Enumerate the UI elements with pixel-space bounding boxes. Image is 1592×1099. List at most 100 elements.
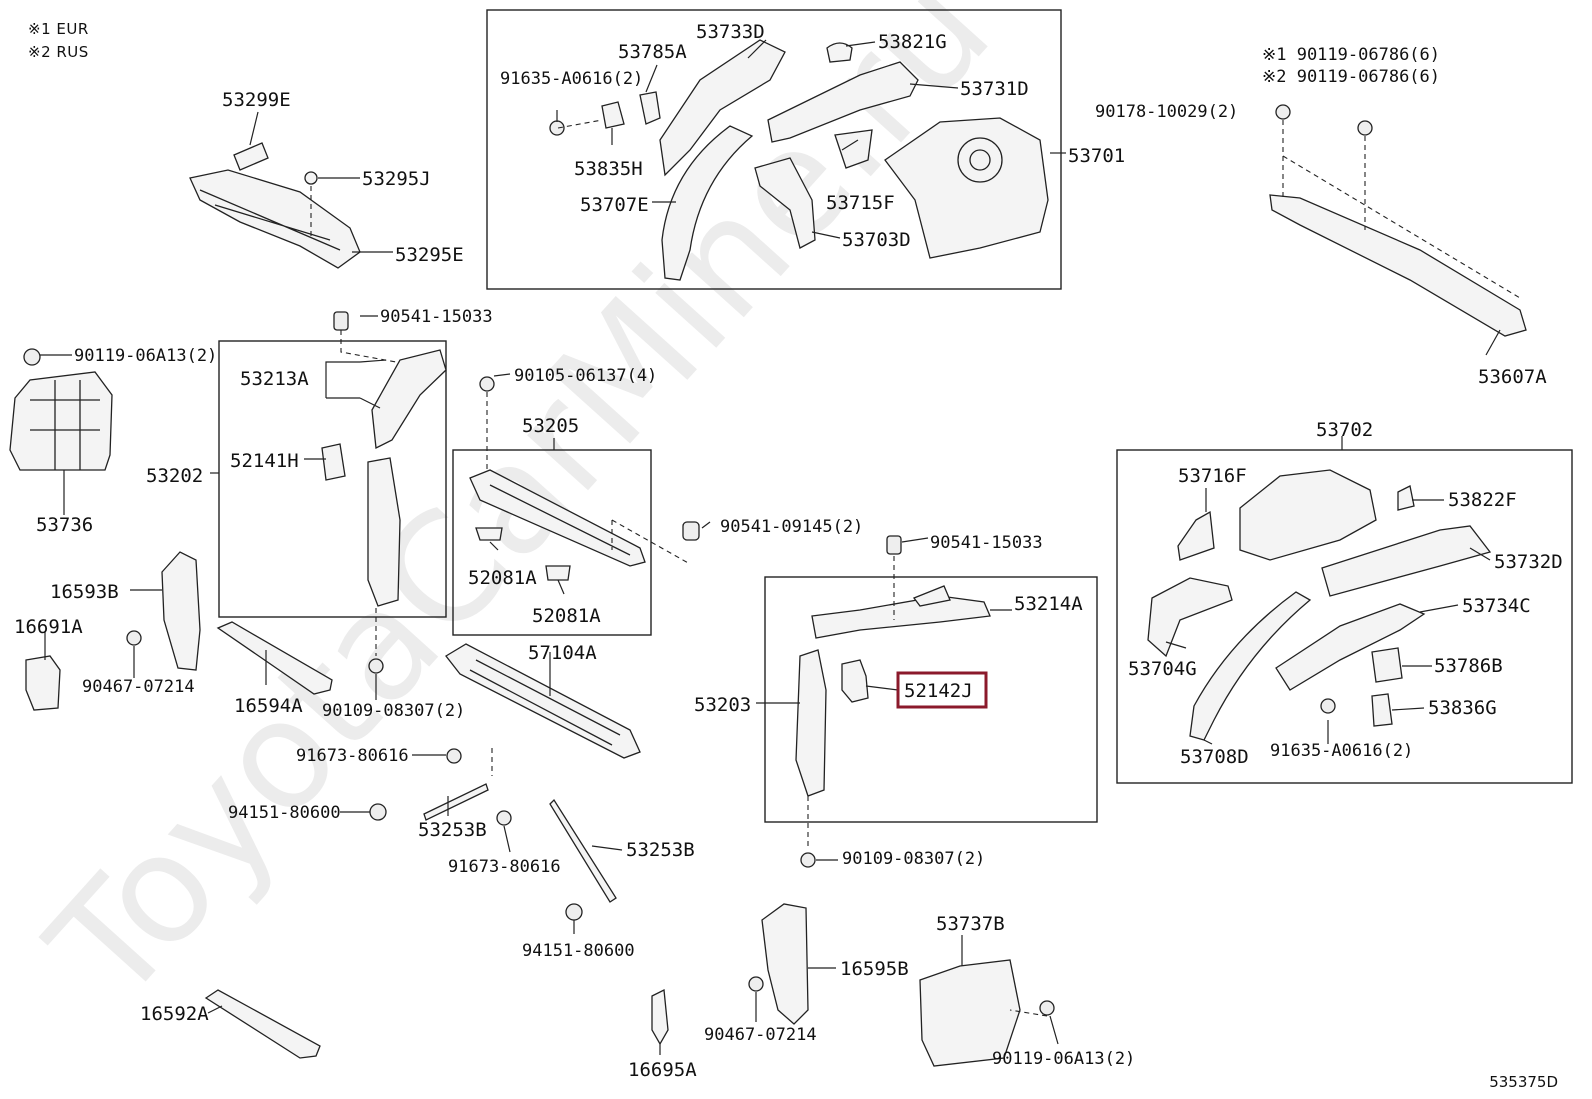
part-16695A[interactable] [651, 988, 669, 1046]
label-53213A[interactable]: 53213A [240, 368, 309, 390]
part-53295E[interactable] [189, 169, 361, 269]
label-53702[interactable]: 53702 [1316, 419, 1373, 441]
label-16592A[interactable]: 16592A [140, 1003, 209, 1025]
label-90119-left[interactable]: 90119-06A13(2) [74, 346, 217, 366]
part-52141H[interactable] [321, 443, 346, 481]
part-53835H[interactable] [601, 101, 625, 129]
label-90541-top[interactable]: 90541-15033 [380, 307, 493, 327]
label-53786B[interactable]: 53786B [1434, 655, 1503, 677]
label-90109-mid[interactable]: 90109-08307(2) [842, 849, 985, 869]
part-53607A[interactable] [1269, 194, 1527, 337]
part-53733D[interactable] [659, 39, 786, 177]
part-53203[interactable] [795, 649, 827, 797]
label-16593B[interactable]: 16593B [50, 581, 119, 603]
label-53299E[interactable]: 53299E [222, 89, 291, 111]
label-53835H[interactable]: 53835H [574, 158, 643, 180]
part-16593B[interactable] [161, 551, 201, 671]
label-90119-rus[interactable]: ※2 90119-06786(6) [1262, 67, 1440, 87]
part-53701[interactable] [884, 117, 1049, 259]
part-52081A-2[interactable] [545, 565, 571, 581]
label-94151-2[interactable]: 94151-80600 [522, 941, 635, 961]
part-53295J[interactable] [304, 171, 318, 185]
label-53253B-1[interactable]: 53253B [418, 819, 487, 841]
bolt-90105[interactable] [479, 376, 495, 392]
label-53701[interactable]: 53701 [1068, 145, 1125, 167]
label-16695A[interactable]: 16695A [628, 1059, 697, 1081]
clip-90541-top[interactable] [333, 311, 349, 331]
label-91635-right[interactable]: 91635-A0616(2) [1270, 741, 1413, 761]
label-90119-bottom[interactable]: 90119-06A13(2) [992, 1049, 1135, 1069]
label-53202[interactable]: 53202 [146, 465, 203, 487]
part-53737B[interactable] [919, 959, 1021, 1067]
part-53213A[interactable] [371, 349, 447, 450]
label-52081A-1[interactable]: 52081A [468, 567, 537, 589]
label-16594A[interactable]: 16594A [234, 695, 303, 717]
bolt-90109-mid[interactable] [800, 852, 816, 868]
part-53253B-2[interactable] [549, 798, 617, 903]
part-53702-apron[interactable] [1239, 469, 1377, 561]
label-94151-1[interactable]: 94151-80600 [228, 803, 341, 823]
part-53734C[interactable] [1275, 603, 1426, 691]
part-53732D[interactable] [1321, 525, 1492, 597]
part-53716F[interactable] [1177, 510, 1215, 561]
part-53821G[interactable] [826, 42, 853, 63]
bolt-91673-1[interactable] [446, 748, 462, 764]
part-16592A[interactable] [204, 989, 321, 1059]
label-53734C[interactable]: 53734C [1462, 595, 1531, 617]
bolt-90119-bottom[interactable] [1039, 1000, 1055, 1016]
label-91673-2[interactable]: 91673-80616 [448, 857, 561, 877]
label-53707E[interactable]: 53707E [580, 194, 649, 216]
part-16595B[interactable] [761, 903, 809, 1025]
label-53253B-2[interactable]: 53253B [626, 839, 695, 861]
label-52142J[interactable]: 52142J [904, 680, 973, 702]
label-90541-mid[interactable]: 90541-15033 [930, 533, 1043, 553]
part-53785A[interactable] [639, 91, 661, 125]
label-90467-left[interactable]: 90467-07214 [82, 677, 195, 697]
label-90178[interactable]: 90178-10029(2) [1095, 102, 1238, 122]
part-53708D[interactable] [1189, 591, 1312, 741]
label-53716F[interactable]: 53716F [1178, 465, 1247, 487]
part-53703D[interactable] [754, 157, 816, 249]
label-90119-eur[interactable]: ※1 90119-06786(6) [1262, 45, 1440, 65]
label-53704G[interactable]: 53704G [1128, 658, 1197, 680]
label-53708D[interactable]: 53708D [1180, 746, 1249, 768]
nut-94151-2[interactable] [565, 903, 583, 921]
label-91673-1[interactable]: 91673-80616 [296, 746, 409, 766]
label-52141H[interactable]: 52141H [230, 450, 299, 472]
part-53822F[interactable] [1397, 485, 1415, 511]
label-53295J[interactable]: 53295J [362, 168, 431, 190]
part-52081A-1[interactable] [475, 527, 503, 541]
label-53203[interactable]: 53203 [694, 694, 751, 716]
bolt-90178[interactable] [1275, 104, 1291, 120]
label-57104A[interactable]: 57104A [528, 642, 597, 664]
part-53736[interactable] [9, 371, 113, 471]
nut-94151-1[interactable] [369, 803, 387, 821]
label-53822F[interactable]: 53822F [1448, 489, 1517, 511]
label-16595B[interactable]: 16595B [840, 958, 909, 980]
label-90541-09145[interactable]: 90541-09145(2) [720, 517, 863, 537]
part-52142J[interactable] [841, 659, 869, 703]
label-53821G[interactable]: 53821G [878, 31, 947, 53]
part-16691A[interactable] [25, 655, 61, 711]
part-53205[interactable] [469, 469, 646, 567]
label-52081A-2[interactable]: 52081A [532, 605, 601, 627]
bolt-91673-2[interactable] [496, 810, 512, 826]
bolt-90467-left[interactable] [126, 630, 142, 646]
label-53732D[interactable]: 53732D [1494, 551, 1563, 573]
part-16594A[interactable] [216, 621, 333, 695]
label-53214A[interactable]: 53214A [1014, 593, 1083, 615]
part-53836G[interactable] [1371, 693, 1393, 727]
bolt-91635-top[interactable] [549, 120, 565, 136]
part-53214A-bracket[interactable] [912, 585, 951, 607]
clip-90541-09145[interactable] [682, 521, 700, 541]
label-90105[interactable]: 90105-06137(4) [514, 366, 657, 386]
label-53736[interactable]: 53736 [36, 514, 93, 536]
label-90109-left[interactable]: 90109-08307(2) [322, 701, 465, 721]
label-53737B[interactable]: 53737B [936, 913, 1005, 935]
part-53299E[interactable] [233, 142, 269, 171]
label-53785A[interactable]: 53785A [618, 41, 687, 63]
part-53704G[interactable] [1147, 577, 1233, 658]
label-91635-top[interactable]: 91635-A0616(2) [500, 69, 643, 89]
part-57104A[interactable] [445, 643, 641, 759]
part-53707E[interactable] [661, 125, 754, 281]
